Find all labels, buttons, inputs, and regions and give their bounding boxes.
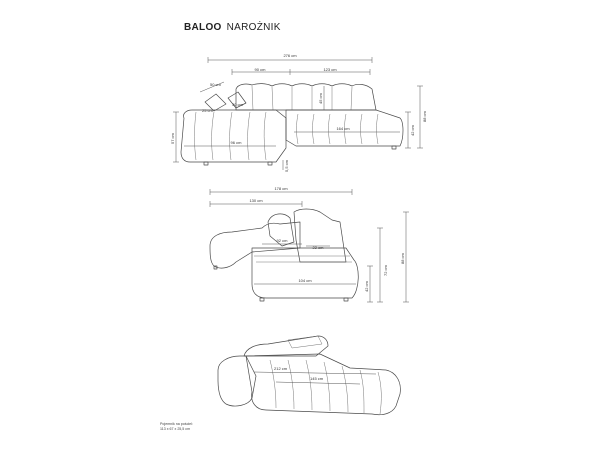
sofa-bed-view: 212 cm 145 cm: [217, 335, 401, 416]
dim-bed-depth: 145 cm: [310, 376, 324, 381]
dim-total-width: 276 cm: [283, 53, 297, 58]
corner-sofa-front-view: 276 cm 90 cm 123 cm 50 cm 25 cm 30 cm 45…: [170, 53, 427, 172]
leg: [259, 297, 265, 302]
dim-back-height: 45 cm: [318, 92, 323, 104]
dim-chaise-section: 123 cm: [323, 67, 337, 72]
dim-left-height: 57 cm: [170, 132, 175, 144]
dim-leg-height: 5,5 cm: [284, 159, 289, 172]
bed-backrest: [243, 335, 329, 357]
chaise-outline: [180, 109, 287, 163]
dim-bed-width: 212 cm: [274, 366, 288, 371]
dim-pillow-width: 50 cm: [210, 82, 222, 87]
decorative-pillow: [227, 91, 247, 109]
bed-left-arm: [217, 355, 257, 407]
dim-side-seat-length: 130 cm: [249, 198, 263, 203]
leg: [391, 145, 397, 150]
backrest-outline: [235, 83, 377, 111]
dim-side-bed-length: 104 cm: [298, 278, 312, 283]
dim-side-seat-depth: 92 cm: [277, 238, 289, 243]
leg: [213, 265, 218, 270]
sofa-side-view: 178 cm 130 cm 92 cm 22 cm 104 cm 42 cm 7…: [209, 186, 409, 303]
leg: [343, 297, 349, 302]
side-seat-block: [251, 247, 359, 299]
leg: [267, 161, 273, 166]
dim-side-total-height: 88 cm: [400, 252, 405, 264]
decorative-pillow: [204, 93, 227, 112]
main-seat-outline: [285, 109, 404, 147]
dim-arm-height: 42 cm: [410, 124, 415, 136]
dim-total-height: 88 cm: [422, 110, 427, 122]
drawing-title: BALOO NAROŻNIK: [184, 22, 281, 33]
dim-side-total-depth: 178 cm: [274, 186, 288, 191]
side-backrest: [293, 208, 347, 263]
dim-side-seat-height: 42 cm: [364, 280, 369, 292]
side-cushion: [267, 213, 295, 247]
dim-side-mid-height: 72 cm: [383, 264, 388, 276]
side-chaise-outline: [209, 221, 301, 269]
bed-mattress: [245, 353, 401, 416]
dim-seat-section: 90 cm: [255, 67, 267, 72]
dim-pillow-b: 30 cm: [232, 102, 244, 107]
dim-side-back-width: 22 cm: [313, 245, 325, 250]
storage-note-title: Pojemnik na pościel:: [160, 422, 193, 426]
dim-pillow-a: 25 cm: [202, 108, 214, 113]
leg: [203, 161, 209, 166]
dim-seat-depth-short: 96 cm: [231, 140, 243, 145]
storage-note-dimensions: 113 x 67 x 25,5 cm: [160, 426, 191, 431]
storage-note: Pojemnik na pościel: 113 x 67 x 25,5 cm: [160, 422, 193, 431]
model-type: NAROŻNIK: [226, 22, 281, 33]
model-name: BALOO: [184, 22, 222, 33]
dim-seat-depth-long: 164 cm: [336, 126, 350, 131]
